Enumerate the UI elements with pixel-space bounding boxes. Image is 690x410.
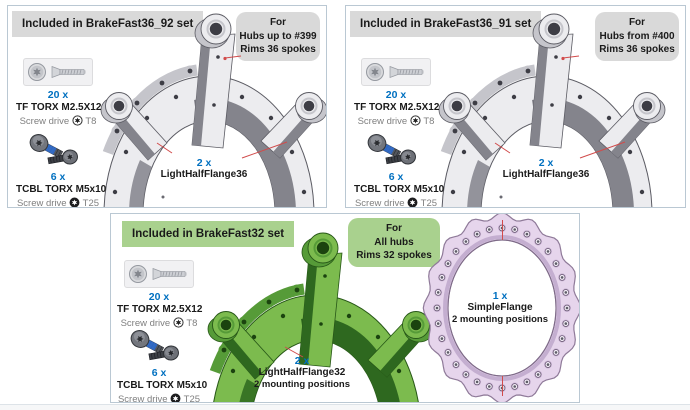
part-qty: 2 x <box>538 157 554 169</box>
screw-drive: Screw drive T8 <box>16 115 100 128</box>
for-note: For Hubs from #400 Rims 36 spokes <box>595 12 679 61</box>
drive-size: T8 <box>85 116 97 127</box>
drive-prefix: Screw drive <box>19 116 70 127</box>
screw-qty: 6 x <box>388 171 404 183</box>
drive-size: T8 <box>423 116 435 127</box>
drive-size: T8 <box>186 318 198 329</box>
for-note-line: Rims 32 spokes <box>356 250 432 261</box>
part-qty: 2 x <box>294 355 310 367</box>
for-note-line: Hubs from #400 <box>599 30 675 42</box>
part-label: 2 x LightHalfFlange36 <box>486 154 606 181</box>
part-label: 2 x LightHalfFlange36 <box>144 154 264 181</box>
screw-qty: 20 x <box>47 89 69 101</box>
screw-name: TF TORX M2.5X12 <box>354 102 440 113</box>
for-note: For Hubs up to #399 Rims 36 spokes <box>236 12 320 61</box>
screw-name: TCBL TORX M5x10 <box>354 184 445 195</box>
for-note-line: Rims 36 spokes <box>599 44 675 55</box>
torx-t8-drive-icon <box>173 317 184 328</box>
torx-t8-drive-icon <box>72 115 83 126</box>
screw-qty: 6 x <box>50 171 66 183</box>
for-note-line: Hubs up to #399 <box>239 30 317 42</box>
screw-drive: Screw drive T25 <box>117 393 201 403</box>
torx-t25-drive-icon <box>69 197 80 208</box>
tcbl-torx-screw-image <box>124 328 194 364</box>
drive-prefix: Screw drive <box>357 116 408 127</box>
part-qty: 1 x <box>492 290 508 302</box>
tf-torx-screw-image <box>124 260 194 288</box>
for-note-line: For <box>269 17 287 28</box>
panel-title: Included in BrakeFast36_92 set <box>12 11 204 37</box>
screw-name: TF TORX M2.5X12 <box>16 102 102 113</box>
for-note: For All hubs Rims 32 spokes <box>348 218 440 267</box>
part-name: LightHalfFlange36 <box>160 169 248 180</box>
drive-prefix: Screw drive <box>117 394 168 403</box>
for-note-line: Rims 36 spokes <box>240 44 316 55</box>
part-qty: 2 x <box>196 157 212 169</box>
screw-item-tcbl-torx: 6 x TCBL TORX M5x10 Screw drive T25 <box>354 132 445 208</box>
tcbl-torx-screw-image <box>361 132 431 168</box>
for-note-line: For <box>385 223 403 234</box>
drive-size: T25 <box>183 394 201 403</box>
torx-t8-drive-icon <box>410 115 421 126</box>
drive-prefix: Screw drive <box>354 198 405 208</box>
screw-item-tf-torx: 20 x TF TORX M2.5X12 Screw drive T8 <box>117 260 203 330</box>
part-name: SimpleFlange <box>467 302 533 313</box>
part-note: 2 mounting positions <box>253 379 351 390</box>
drive-prefix: Screw drive <box>120 318 171 329</box>
panel-title: Included in BrakeFast32 set <box>122 221 295 247</box>
tf-torx-screw-image <box>361 58 431 86</box>
screw-qty: 20 x <box>385 89 407 101</box>
simple-flange-render <box>422 214 579 402</box>
drive-prefix: Screw drive <box>16 198 67 208</box>
part-note: 2 mounting positions <box>451 314 549 325</box>
panel-brakefast36-91: Included in BrakeFast36_91 set For Hubs … <box>345 5 686 208</box>
screw-drive: Screw drive T8 <box>117 317 201 330</box>
part-label: 2 x LightHalfFlange32 2 mounting positio… <box>242 352 362 391</box>
screw-item-tf-torx: 20 x TF TORX M2.5X12 Screw drive T8 <box>354 58 440 128</box>
for-note-line: For <box>628 17 646 28</box>
screw-name: TCBL TORX M5x10 <box>117 380 208 391</box>
drive-size: T25 <box>82 198 100 208</box>
part-name: LightHalfFlange36 <box>502 169 590 180</box>
torx-t25-drive-icon <box>407 197 418 208</box>
panel-title: Included in BrakeFast36_91 set <box>350 11 542 37</box>
screw-name: TCBL TORX M5x10 <box>16 184 107 195</box>
screw-item-tcbl-torx: 6 x TCBL TORX M5x10 Screw drive T25 <box>117 328 208 403</box>
screw-drive: Screw drive T8 <box>354 115 438 128</box>
tf-torx-screw-image <box>23 58 93 86</box>
tcbl-torx-screw-image <box>23 132 93 168</box>
screw-item-tcbl-torx: 6 x TCBL TORX M5x10 Screw drive T25 <box>16 132 107 208</box>
screw-drive: Screw drive T25 <box>16 197 100 208</box>
screw-item-tf-torx: 20 x TF TORX M2.5X12 Screw drive T8 <box>16 58 102 128</box>
screw-drive: Screw drive T25 <box>354 197 438 208</box>
part-name: LightHalfFlange32 <box>258 367 346 378</box>
drive-size: T25 <box>420 198 438 208</box>
for-note-line: All hubs <box>374 236 414 248</box>
panel-brakefast36-92: Included in BrakeFast36_92 set For Hubs … <box>7 5 327 208</box>
screw-name: TF TORX M2.5X12 <box>117 304 203 315</box>
image-bottom-edge <box>0 404 690 410</box>
screw-qty: 6 x <box>151 367 167 379</box>
panel-brakefast32: Included in BrakeFast32 set For All hubs… <box>110 213 580 403</box>
screw-qty: 20 x <box>148 291 170 303</box>
part-label: 1 x SimpleFlange 2 mounting positions <box>440 287 560 326</box>
torx-t25-drive-icon <box>170 393 181 403</box>
